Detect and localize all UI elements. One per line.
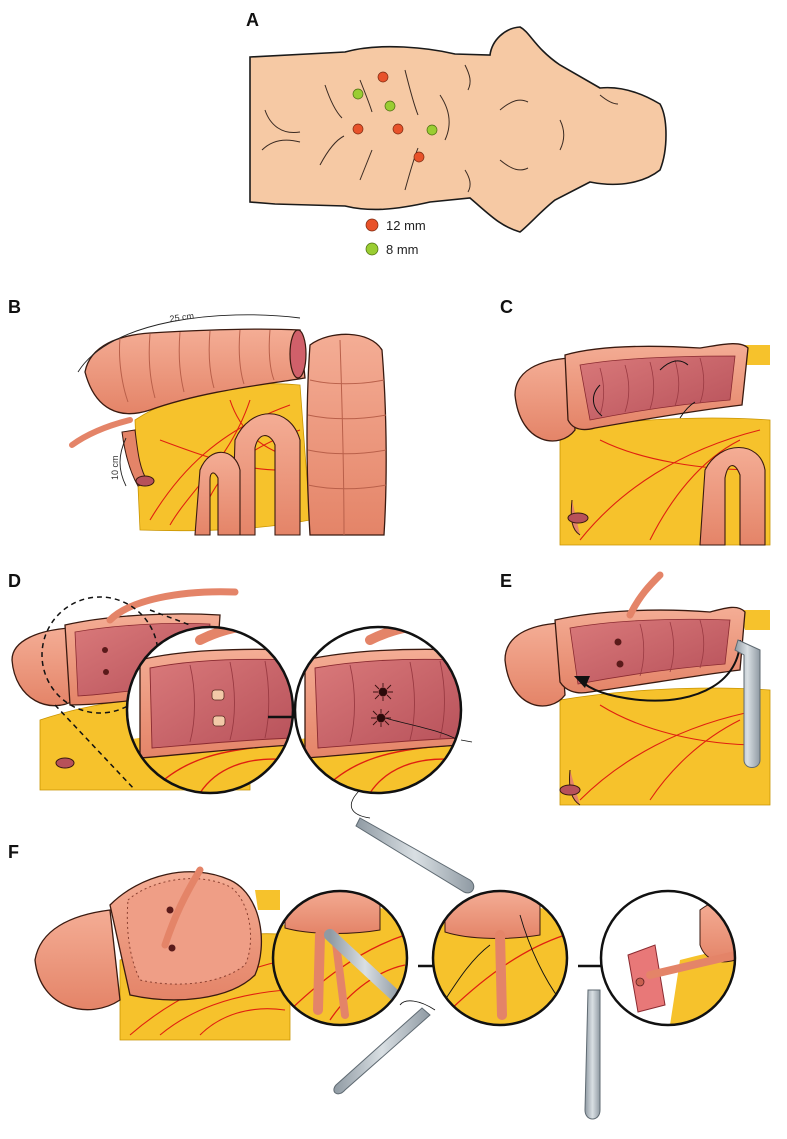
enterotomy [103, 669, 109, 675]
port-12mm [352, 123, 364, 135]
magnified-view-f1-frame [271, 889, 409, 1027]
colon-lumen [579, 355, 736, 421]
magnified-view-f3 [601, 891, 735, 1025]
fat-strip [740, 610, 770, 630]
laparoscopic-grasper [734, 639, 761, 768]
caecum [34, 909, 121, 1011]
port-legend: 12 mm 8 mm [365, 218, 426, 257]
rotation-arrow [579, 639, 741, 702]
orientation-arrows [593, 360, 696, 419]
zoom-indicator-line [149, 609, 191, 626]
magnified-view-f2-frame [431, 889, 569, 1027]
enterotomy [102, 647, 108, 653]
stoma-opening [168, 944, 176, 952]
panel-c: C [500, 297, 771, 546]
panel-a: A [246, 10, 667, 257]
small-bowel-loop [699, 447, 766, 546]
enterotomy [616, 660, 624, 668]
port-markers [352, 71, 438, 163]
measure-label-25cm: 25 cm [169, 311, 195, 324]
descending-colon-haustra [307, 339, 387, 536]
ileum-end [567, 512, 589, 524]
suture-thread [399, 1000, 436, 1011]
panel-f: F [8, 842, 737, 1120]
port-8mm [426, 124, 438, 136]
patient-torso [249, 26, 667, 233]
ileum-segment [626, 571, 664, 619]
ileum-segment [161, 866, 204, 949]
panel-d-letter: D [8, 571, 21, 591]
port-8mm [384, 100, 396, 112]
terminal-ileum [121, 429, 149, 487]
mesenteric-vessels [579, 704, 761, 801]
panel-b-letter: B [8, 297, 21, 317]
zoom-indicator-line [54, 704, 136, 791]
magnified-view-2-frame [293, 625, 463, 795]
magnified-view-1 [127, 627, 293, 793]
fat-strip [255, 890, 280, 910]
ileum-end [135, 475, 155, 487]
panel-c-letter: C [500, 297, 513, 317]
appendix [69, 417, 133, 448]
magnified-view-f2 [433, 891, 567, 1025]
mucosal-folds [599, 357, 705, 416]
stoma-opening [166, 906, 174, 914]
mucosal-folds [639, 619, 705, 677]
small-bowel-loops [194, 413, 301, 536]
suture-line [126, 878, 252, 985]
needle-driver [333, 1007, 431, 1095]
port-12mm [392, 123, 404, 135]
colon-cut-end [289, 329, 307, 379]
measure-bracket-10cm [119, 437, 127, 487]
caecum [504, 622, 566, 707]
suture-thread [350, 789, 371, 819]
panel-f-letter: F [8, 842, 19, 862]
legend-swatch-12mm [365, 218, 379, 232]
measure-arc-25cm [77, 314, 301, 373]
colon-lumen [569, 618, 731, 685]
port-12mm [377, 71, 389, 83]
legend-swatch-8mm [365, 242, 379, 256]
magnified-view-1-frame [125, 625, 295, 795]
measure-label-10cm: 10 cm [110, 455, 120, 480]
port-8mm [352, 88, 364, 100]
rotation-arrow-head [574, 676, 590, 688]
suture-thread [460, 739, 473, 743]
enterotomy [614, 638, 622, 646]
ileum-end [55, 757, 75, 769]
colon-haustra [119, 329, 275, 403]
panel-e-letter: E [500, 571, 512, 591]
magnified-view-f3-frame [599, 889, 737, 1027]
port-12mm [413, 151, 425, 163]
ileum-segment [106, 588, 239, 624]
panel-a-letter: A [246, 10, 259, 30]
descending-colon [306, 333, 387, 536]
panel-b: B [8, 297, 387, 536]
panel-d: D [8, 571, 475, 894]
ileum-end [559, 784, 581, 796]
caecum [514, 357, 576, 442]
mesentery-fat [559, 687, 771, 806]
legend-label-12mm: 12 mm [386, 218, 426, 233]
needle-driver [355, 817, 475, 894]
torso-contour-lines [261, 64, 619, 193]
legend-label-8mm: 8 mm [386, 242, 419, 257]
panel-e: E [500, 571, 771, 806]
needle-driver [584, 989, 601, 1120]
